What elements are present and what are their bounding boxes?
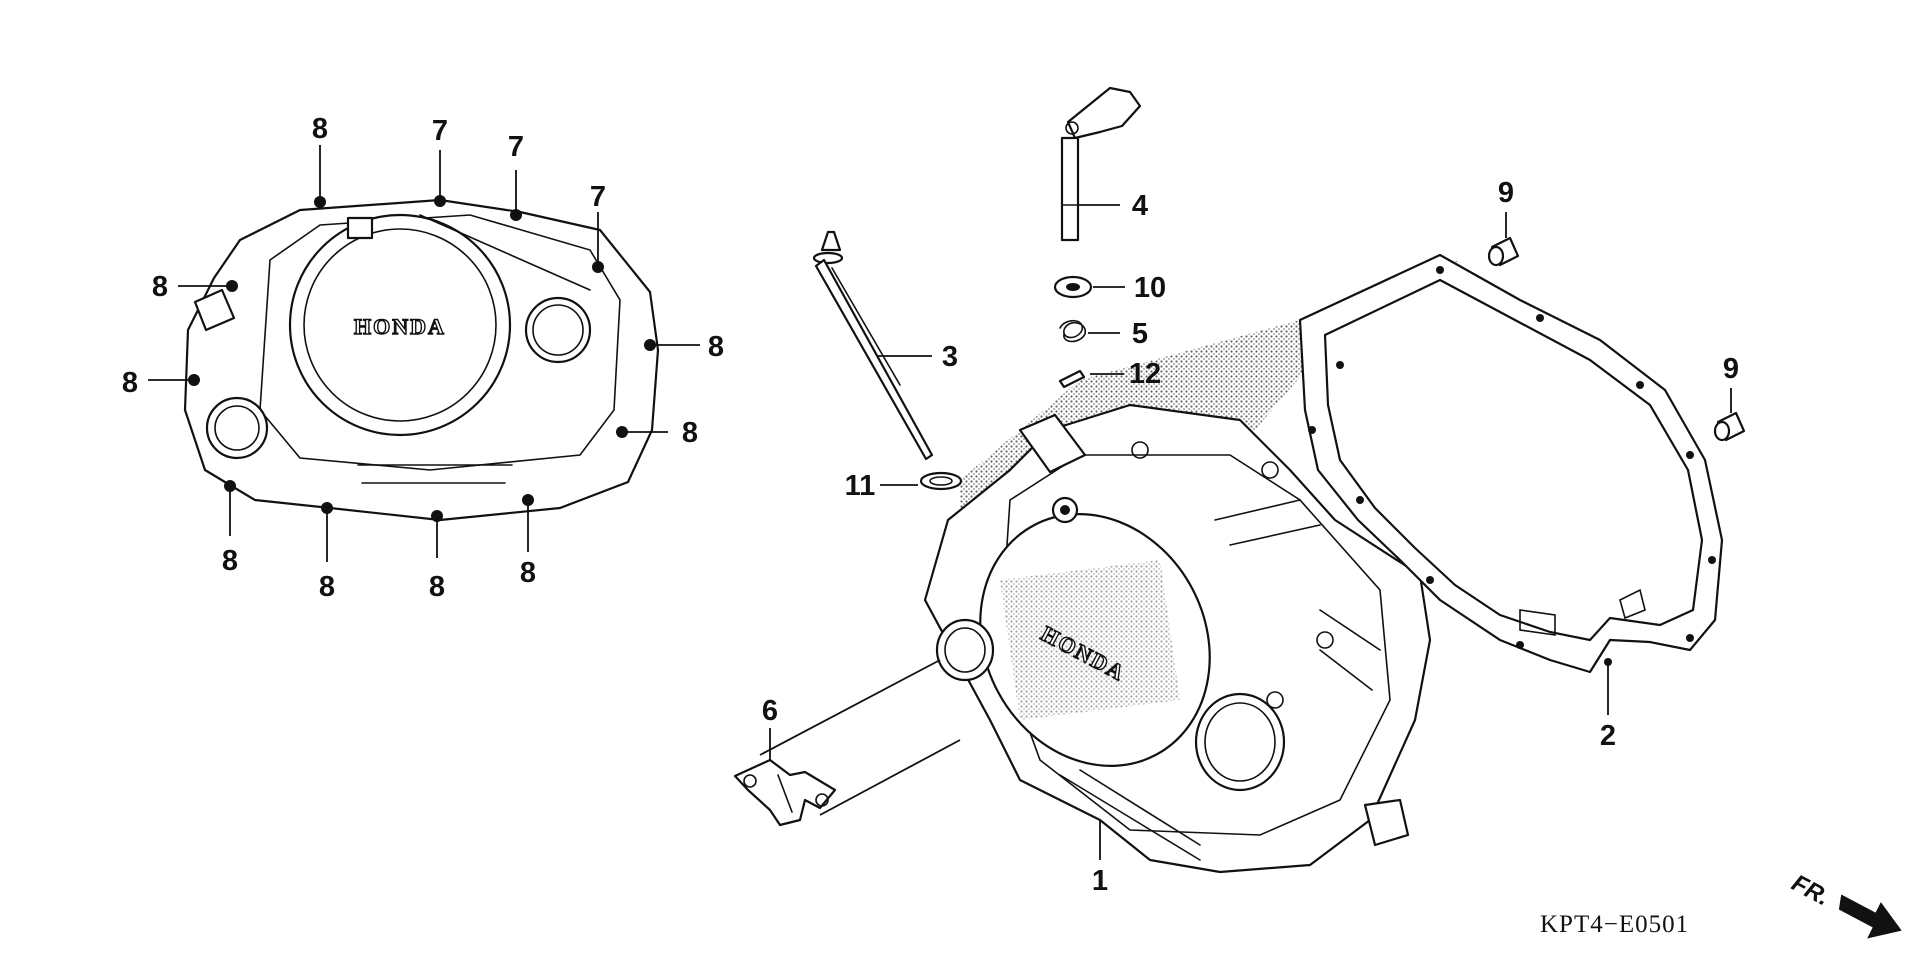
pin: [1058, 369, 1124, 389]
callout-3: 3: [942, 341, 958, 373]
diagram-code: KPT4−E0501: [1540, 911, 1689, 938]
crankcase-cover: HONDA: [923, 320, 1432, 874]
logo-text-outer-cover: HONDA: [354, 314, 446, 339]
callout-2: 2: [1600, 720, 1616, 752]
callout-5: 5: [1132, 318, 1148, 350]
callout-7: 7: [432, 115, 448, 147]
callout-9: 9: [1498, 177, 1514, 209]
gasket: [1298, 212, 1746, 715]
callout-8: 8: [708, 331, 724, 363]
callout-7: 7: [590, 181, 606, 213]
callout-8: 8: [122, 367, 138, 399]
callout-7: 7: [508, 131, 524, 163]
dowel-pin-upper: [1487, 212, 1520, 267]
arrow-right-icon: [1838, 894, 1902, 939]
callout-8: 8: [682, 417, 698, 449]
spring: [1059, 319, 1120, 343]
callout-1: 1: [1092, 865, 1108, 897]
callout-8: 8: [520, 557, 536, 589]
dowel-pin-lower: [1713, 388, 1746, 442]
callout-labels: 8 7 7 7 8 8 8 8 8 8 8 8 4 10 5 12 3 11 6…: [122, 113, 1739, 897]
front-direction-arrow: FR.: [1787, 869, 1902, 939]
callout-6: 6: [762, 695, 778, 727]
dipstick: [812, 230, 934, 461]
callout-4: 4: [1132, 190, 1148, 222]
outer-cover: HONDA: [148, 145, 700, 562]
callout-8: 8: [319, 571, 335, 603]
washer: [1053, 275, 1125, 299]
bracket: [733, 659, 961, 827]
callout-8: 8: [312, 113, 328, 145]
callout-8: 8: [152, 271, 168, 303]
callout-8: 8: [222, 545, 238, 577]
callout-8: 8: [429, 571, 445, 603]
callout-10: 10: [1134, 272, 1166, 304]
shift-arm: [1060, 86, 1142, 242]
callout-12: 12: [1129, 358, 1161, 390]
callout-9: 9: [1723, 353, 1739, 385]
front-label: FR.: [1787, 869, 1834, 911]
callout-11: 11: [845, 470, 876, 502]
o-ring: [880, 471, 963, 491]
